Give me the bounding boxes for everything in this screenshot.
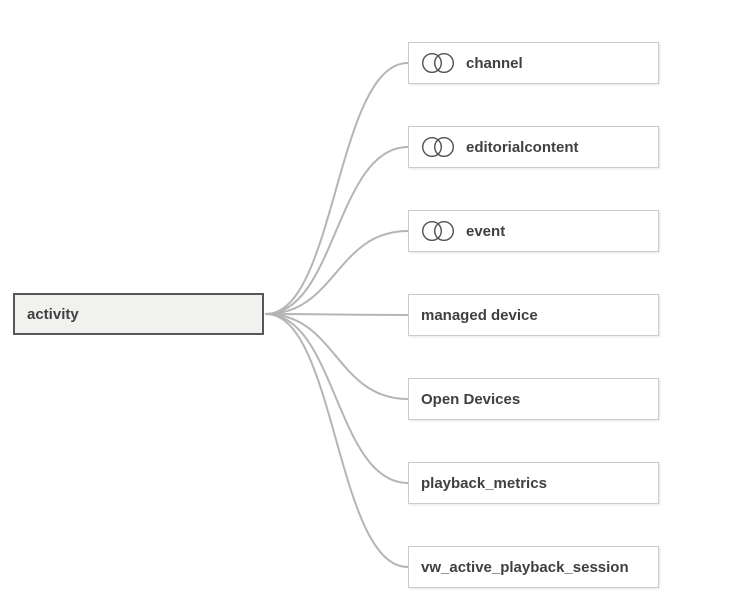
node-label: Open Devices xyxy=(421,390,521,408)
venn-icon xyxy=(421,220,455,242)
connector-open-devices xyxy=(265,313,409,400)
node-open-devices[interactable]: Open Devices xyxy=(408,378,659,420)
node-label: editorialcontent xyxy=(466,138,579,156)
node-label: managed device xyxy=(421,306,538,324)
node-activity[interactable]: activity xyxy=(13,293,264,335)
node-label: activity xyxy=(27,305,79,323)
venn-icon xyxy=(421,136,455,158)
venn-icon xyxy=(421,52,455,74)
node-event[interactable]: event xyxy=(408,210,659,252)
node-label: channel xyxy=(466,54,523,72)
node-label: playback_metrics xyxy=(421,474,547,492)
connector-vw-active-playback-session xyxy=(265,313,409,568)
connector-editorialcontent xyxy=(265,146,409,315)
node-editorialcontent[interactable]: editorialcontent xyxy=(408,126,659,168)
connector-playback-metrics xyxy=(265,313,409,484)
node-label: vw_active_playback_session xyxy=(421,558,629,576)
connector-channel xyxy=(265,62,409,315)
node-label: event xyxy=(466,222,506,240)
node-managed-device[interactable]: managed device xyxy=(408,294,659,336)
connector-managed-device xyxy=(265,313,409,316)
connector-event xyxy=(265,230,409,315)
node-vw-active-playback-session[interactable]: vw_active_playback_session xyxy=(408,546,659,588)
node-channel[interactable]: channel xyxy=(408,42,659,84)
node-playback-metrics[interactable]: playback_metrics xyxy=(408,462,659,504)
